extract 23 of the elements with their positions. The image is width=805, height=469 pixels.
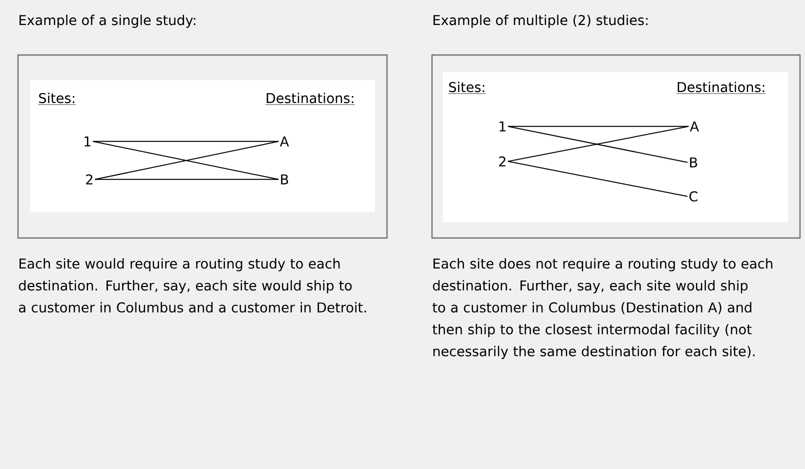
node-label: B [690, 157, 698, 168]
diagram-frame [17, 54, 388, 239]
node-label: A [280, 136, 289, 146]
column-heading: Destinations: [265, 92, 355, 105]
node-label: 1 [84, 136, 90, 146]
connector-line [94, 178, 280, 180]
column-heading: Sites: [38, 92, 76, 105]
description-text: Each site does not require a routing study to each destination. Further, say, each site would ship to a customer in Columbus (Destination A) and then ship to the closest intermodal facility (not necessarily the same destination for each site). [432, 258, 772, 359]
diagram-frame [431, 54, 801, 239]
connector-line [92, 140, 280, 142]
node-label: A [690, 121, 699, 132]
connector-line [507, 126, 690, 127]
node-label: C [689, 191, 698, 202]
node-label: 1 [500, 121, 506, 132]
panel-heading: Example of a single study: [20, 14, 196, 28]
panel-heading: Example of multiple (2) studies: [434, 14, 648, 28]
description-text: Each site would require a routing study to each destination. Further, say, each site would ship to a customer in Columbus and a customer in Detroit. [18, 258, 366, 313]
connector-line [507, 160, 688, 197]
node-label: B [281, 174, 288, 184]
node-label: 2 [86, 174, 92, 184]
column-heading: Sites: [448, 82, 486, 94]
column-heading: Destinations: [676, 82, 766, 94]
node-label: 2 [499, 156, 506, 166]
